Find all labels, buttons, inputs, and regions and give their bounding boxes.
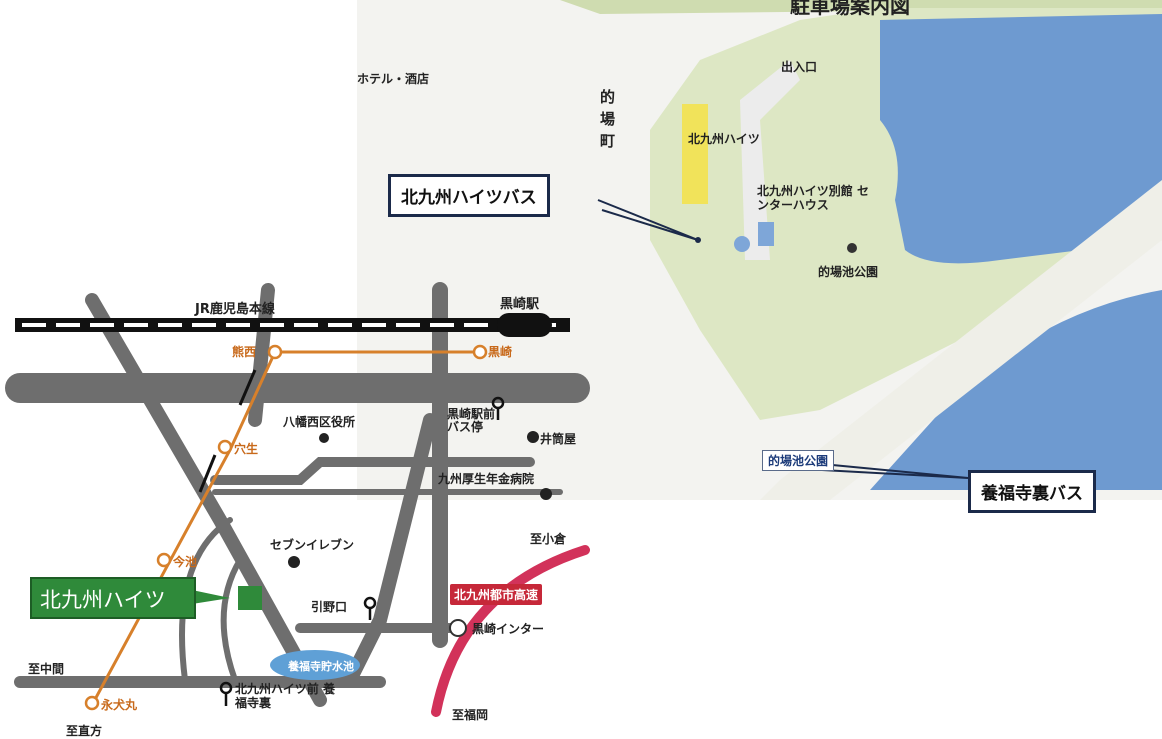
- heights-square: [238, 586, 262, 610]
- park-bus-sign: 的場池公園: [762, 450, 835, 471]
- kurosaki-station-block: [497, 313, 552, 337]
- jr-line-label: JR鹿児島本線: [195, 302, 275, 317]
- heights-label-text: 北九州ハイツ: [40, 588, 166, 612]
- park-tree-icon: [847, 243, 857, 253]
- eiinumaru-label: 永犬丸: [101, 698, 138, 712]
- bus-stop-heights-icon: [219, 681, 233, 706]
- to-nogata-label: 至直方: [66, 724, 103, 738]
- heights-building-label: 北九州ハイツ: [688, 132, 760, 146]
- ward-office-dot: [319, 433, 329, 443]
- station-kurosaki: [472, 344, 488, 360]
- crossing-2: [198, 454, 217, 493]
- ward-office-label: 八幡西区役所: [283, 415, 356, 429]
- heights-bus-callout: 北九州ハイツバス: [388, 174, 550, 217]
- road-south-diagonal: [343, 413, 437, 687]
- site-map-title: 駐車場案内図: [790, 0, 910, 18]
- station-eiinumaru: [84, 695, 100, 711]
- to-nakama-label: 至中間: [28, 662, 65, 676]
- izutsuya-label: 井筒屋: [540, 432, 577, 446]
- entrance-label: 出入口: [781, 60, 818, 74]
- road-left-vertical: [248, 283, 275, 427]
- bus-stop-hikino-icon: [363, 596, 377, 620]
- bus-stop-kurosaki-icon: [491, 396, 505, 420]
- small-pond: [758, 222, 774, 246]
- kumanishi-label: 熊西: [232, 345, 257, 359]
- annex-label: 北九州ハイツ別館 センターハウス: [757, 184, 869, 212]
- to-kokura-label: 至小倉: [530, 532, 567, 546]
- kurosaki-station-label: 黒崎駅: [500, 297, 540, 312]
- kurosaki-monorail-label: 黒崎: [488, 345, 513, 359]
- diagonal-road: [760, 180, 1162, 500]
- hotel-label: ホテル・酒店: [357, 72, 430, 86]
- to-fukuoka-label: 至福岡: [452, 708, 489, 722]
- seven-label: セブンイレブン: [270, 538, 355, 552]
- kurosaki-bus-label: 黒崎駅前 バス停: [447, 407, 496, 434]
- hospital-dot: [540, 488, 552, 500]
- site-map-top-land: [560, 0, 1162, 14]
- heights-stop-label: 北九州ハイツ前 養福寺裏: [235, 682, 335, 710]
- crossing-1: [238, 369, 257, 406]
- expressway: [431, 545, 590, 717]
- heights-label-box: 北九州ハイツ: [30, 577, 196, 619]
- lake-lower: [870, 290, 1162, 490]
- hospital-label: 九州厚生年金病院: [438, 472, 535, 486]
- reservoir-label: 養福寺貯水池: [288, 660, 354, 673]
- anao-label: 穴生: [234, 442, 259, 456]
- matoba-town-label: 的場町: [600, 88, 616, 150]
- heights-pointer: [192, 590, 230, 604]
- station-anao: [217, 439, 233, 455]
- hikino-label: 引野口: [311, 600, 348, 614]
- interchange-label: 黒崎インター: [472, 622, 545, 636]
- interchange-circle: [449, 619, 467, 637]
- heights-bus-point: [695, 237, 701, 243]
- small-pond-2: [734, 236, 750, 252]
- reservoir-shape: [270, 650, 360, 680]
- highway-badge: 北九州都市高速: [450, 584, 543, 605]
- imaike-label: 今池: [173, 555, 198, 569]
- station-kumanishi: [267, 344, 283, 360]
- inner-road: [740, 60, 800, 260]
- izutsuya-dot: [527, 431, 539, 443]
- park-label: 的場池公園: [818, 265, 879, 279]
- seven-dot: [288, 556, 300, 568]
- yofukuji-bus-callout: 養福寺裏バス: [968, 470, 1096, 513]
- station-imaike: [156, 552, 172, 568]
- lake-upper: [880, 14, 1162, 264]
- jr-railway: [15, 318, 570, 332]
- heights-building: [682, 104, 708, 204]
